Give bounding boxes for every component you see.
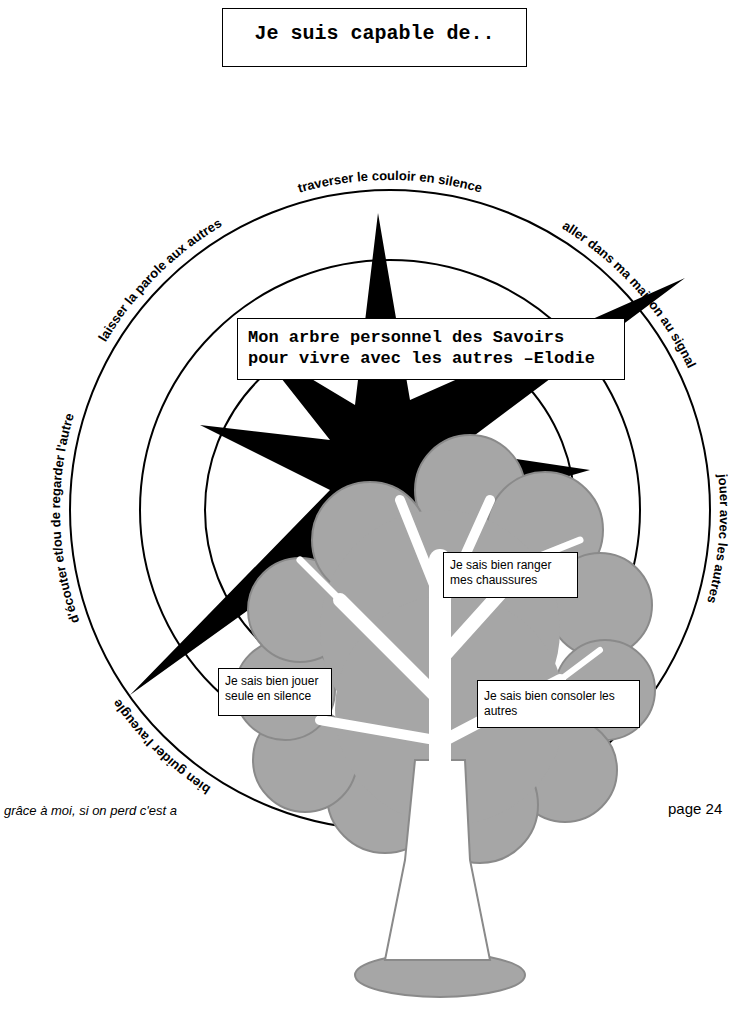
- box-text: Je suis capable de..: [233, 21, 516, 46]
- tree-box: Je sais bien consoler les autres: [477, 680, 640, 728]
- tree-picture: [235, 435, 655, 997]
- tree-box: Je sais bien ranger mes chaussures: [443, 552, 578, 598]
- box-text: Je sais bien ranger mes chaussures: [450, 558, 571, 588]
- ring-label: laisser la parole aux autres: [95, 215, 224, 344]
- ring-label: bien guider l'aveugle: [109, 697, 213, 798]
- title-box: Je suis capable de..: [222, 8, 527, 67]
- ring-label: d'écouter et/ou de regarder l'autre: [48, 411, 82, 625]
- ring-label: traverser le couloir en silence: [296, 168, 484, 196]
- ring-label: jouer avec les autres: [704, 472, 732, 605]
- box-text: Mon arbre personnel des Savoirs pour viv…: [248, 327, 614, 370]
- footer-note: grâce à moi, si on perd c'est a: [4, 803, 177, 818]
- box-text: Je sais bien jouer seule en silence: [225, 674, 325, 704]
- tree-box: Je sais bien jouer seule en silence: [218, 668, 332, 716]
- center-box: Mon arbre personnel des Savoirs pour viv…: [237, 318, 625, 380]
- box-text: Je sais bien consoler les autres: [484, 689, 633, 719]
- page-number: page 24: [668, 800, 722, 817]
- outer-ring: [70, 190, 710, 830]
